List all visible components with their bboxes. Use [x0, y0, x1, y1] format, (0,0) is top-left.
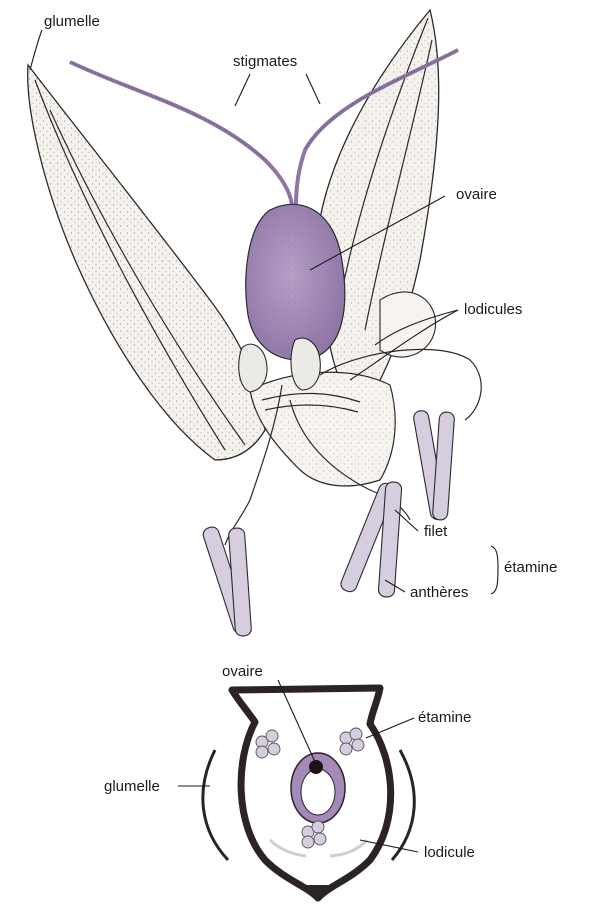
diagram-glumelle-right [392, 750, 414, 860]
label-ovaire-bottom: ovaire [222, 663, 263, 680]
label-lodicules: lodicules [464, 301, 522, 318]
label-lodicule: lodicule [424, 844, 475, 861]
label-stigmates: stigmates [233, 53, 297, 70]
label-filet: filet [424, 523, 448, 540]
label-etamine-bottom: étamine [418, 709, 471, 726]
diagram-stamen-left [256, 730, 280, 758]
label-etamine-top: étamine [504, 559, 557, 576]
label-antheres: anthères [410, 584, 468, 601]
ovary-top [246, 204, 345, 360]
diagram-glumelle-left [203, 750, 228, 860]
label-glumelle-bottom: glumelle [104, 778, 160, 795]
anther-center [339, 481, 402, 597]
diagram-lodicule-left [270, 840, 306, 856]
anther-right [413, 410, 455, 521]
diagram-stamen-bottom [302, 821, 326, 848]
label-ovaire-top: ovaire [456, 186, 497, 203]
floral-diagram [203, 688, 414, 900]
diagram-lodicule-right [330, 840, 367, 856]
label-glumelle-top: glumelle [44, 13, 100, 30]
diagram-stamen-right [340, 728, 364, 755]
left-glumelle [28, 65, 265, 460]
